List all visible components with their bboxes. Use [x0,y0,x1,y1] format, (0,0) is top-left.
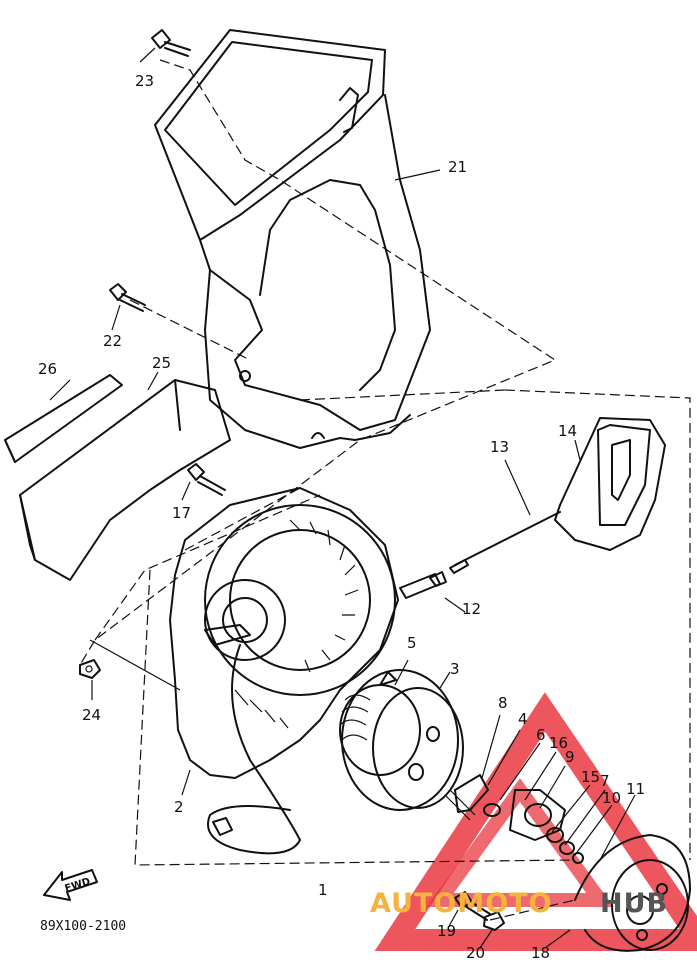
leader-lines [49,47,636,949]
handle-14 [554,417,666,551]
nut-20 [483,911,505,931]
fan-shroud-upper [154,29,431,449]
label-20: 20 [466,944,485,962]
label-5: 5 [407,634,417,652]
label-19: 19 [437,922,456,940]
label-2: 2 [174,798,184,816]
spring-5 [379,671,397,686]
bolt-22 [109,283,146,312]
part-labels: 23 21 22 26 25 13 14 17 12 5 3 24 8 4 6 … [38,72,645,962]
dash-lines [79,59,691,921]
foam-25 [19,379,231,581]
label-7: 7 [600,772,610,790]
pawl-assembly [444,774,584,864]
label-11: 11 [626,780,645,798]
bolt-23 [151,29,191,57]
nut-24 [79,659,101,679]
label-22: 22 [103,332,122,350]
bolt-17 [187,463,226,496]
starter-housing [169,487,399,779]
label-15: 15 [581,768,600,786]
starter-rope [207,644,301,855]
label-16: 16 [549,734,568,752]
label-21: 21 [448,158,467,176]
bolt-19 [454,891,491,921]
label-24: 24 [82,706,101,724]
brand-text-hub: HUB [600,888,668,919]
label-26: 26 [38,360,57,378]
label-18: 18 [531,944,550,962]
label-14: 14 [558,422,577,440]
pad-26 [4,374,123,463]
handle-rope-13 [449,511,561,574]
label-3: 3 [450,660,460,678]
shaft-12 [399,571,447,599]
fwd-arrow-icon: FWD [43,869,98,901]
label-8: 8 [498,694,508,712]
label-9: 9 [565,748,575,766]
watermark-brand: AUTOMOTO HUB [370,888,668,919]
label-12: 12 [462,600,481,618]
label-10: 10 [602,789,621,807]
label-6: 6 [536,726,546,744]
label-1: 1 [318,881,328,899]
pulley-18 [574,834,691,952]
brand-text-automoto: AUTOMOTO [370,888,553,919]
label-13: 13 [490,438,509,456]
label-17: 17 [172,504,191,522]
label-23: 23 [135,72,154,90]
label-4: 4 [518,710,528,728]
label-25: 25 [152,354,171,372]
document-code: 89X100-2100 [40,919,126,934]
reel-3 [339,669,464,811]
